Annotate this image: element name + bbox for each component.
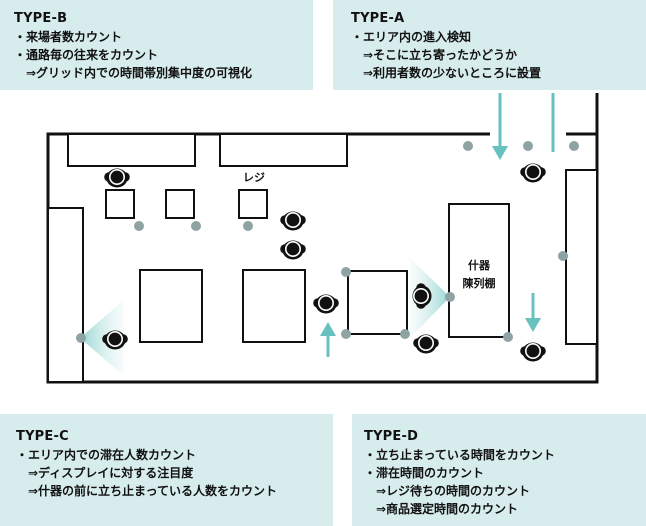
type-b-title: TYPE-B	[14, 11, 68, 26]
left-shelf	[47, 207, 84, 383]
fixtures	[47, 133, 598, 383]
arrow-down-2-head	[525, 318, 541, 332]
person-icon	[312, 293, 340, 315]
type-d-line-1: ・立ち止まっている時間をカウント	[364, 448, 555, 462]
type-a-callout: TYPE-A ・エリア内の進入検知 ⇒そこに立ち寄ったかどうか ⇒利用者数の少な…	[333, 0, 646, 90]
type-c-title: TYPE-C	[16, 429, 69, 444]
type-a-line-2: ⇒そこに立ち寄ったかどうか	[351, 48, 518, 62]
type-a-line-1: ・エリア内の進入検知	[351, 30, 472, 44]
sensor-dot	[243, 221, 253, 231]
arrow-up-head	[320, 322, 336, 336]
flow-arrows	[320, 93, 555, 357]
fixture-label-2: 陳列棚	[463, 276, 496, 290]
type-a-line-3: ⇒利用者数の少ないところに設置	[351, 66, 542, 80]
sensor-cone-left	[80, 300, 124, 376]
sensor-dot	[341, 267, 351, 277]
person-icon	[279, 239, 307, 261]
type-c-line-3: ⇒什器の前に立ち止まっている人数をカウント	[16, 484, 277, 498]
type-b-line-3: ⇒グリッド内での時間帯別集中度の可視化	[14, 66, 253, 80]
type-d-line-2: ・滞在時間のカウント	[364, 466, 485, 480]
sensor-dot	[134, 221, 144, 231]
sensor-dot	[523, 141, 533, 151]
type-d-line-3: ⇒レジ待ちの時間のカウント	[364, 484, 531, 498]
person-icon	[279, 210, 307, 232]
person-icon	[519, 341, 547, 363]
person-icon	[103, 167, 131, 189]
type-b-line-1: ・来場者数カウント	[14, 30, 123, 44]
type-c-line-2: ⇒ディスプレイに対する注目度	[16, 466, 194, 480]
top-counter-left	[67, 133, 196, 167]
sensor-dot	[558, 251, 568, 261]
register-small-1	[105, 189, 135, 219]
sensors	[76, 141, 579, 343]
sensor-dot	[503, 332, 513, 342]
register-small-2	[165, 189, 195, 219]
sensor-dot	[445, 292, 455, 302]
type-b-line-2: ・通路毎の往来をカウント	[14, 48, 159, 62]
display-table-1	[139, 269, 203, 343]
display-table-3	[347, 270, 408, 335]
display-table-2	[242, 269, 306, 343]
type-d-callout: TYPE-D ・立ち止まっている時間をカウント ・滞在時間のカウント ⇒レジ待ち…	[352, 414, 646, 526]
arrow-down-1-head	[492, 146, 508, 160]
sensor-dot	[341, 329, 351, 339]
register-label: レジ	[243, 171, 265, 184]
type-c-line-1: ・エリア内での滞在人数カウント	[16, 448, 197, 462]
sensor-dot	[463, 141, 473, 151]
type-d-line-4: ⇒商品選定時間のカウント	[364, 502, 519, 516]
type-a-title: TYPE-A	[351, 11, 405, 26]
sensor-dot	[191, 221, 201, 231]
top-counter-right	[219, 133, 348, 167]
sensor-dot	[76, 333, 86, 343]
type-c-callout: TYPE-C ・エリア内での滞在人数カウント ⇒ディスプレイに対する注目度 ⇒什…	[0, 414, 333, 526]
sensor-dot	[569, 141, 579, 151]
register-small-3	[238, 189, 268, 219]
person-icon	[412, 333, 440, 355]
fixture-shelf	[448, 203, 510, 338]
person-icon	[519, 162, 547, 184]
fixture-label-1: 什器	[468, 258, 491, 272]
sensor-dot	[400, 329, 410, 339]
right-shelf	[565, 169, 598, 345]
type-b-callout: TYPE-B ・来場者数カウント ・通路毎の往来をカウント ⇒グリッド内での時間…	[0, 0, 313, 90]
type-d-title: TYPE-D	[364, 429, 419, 444]
